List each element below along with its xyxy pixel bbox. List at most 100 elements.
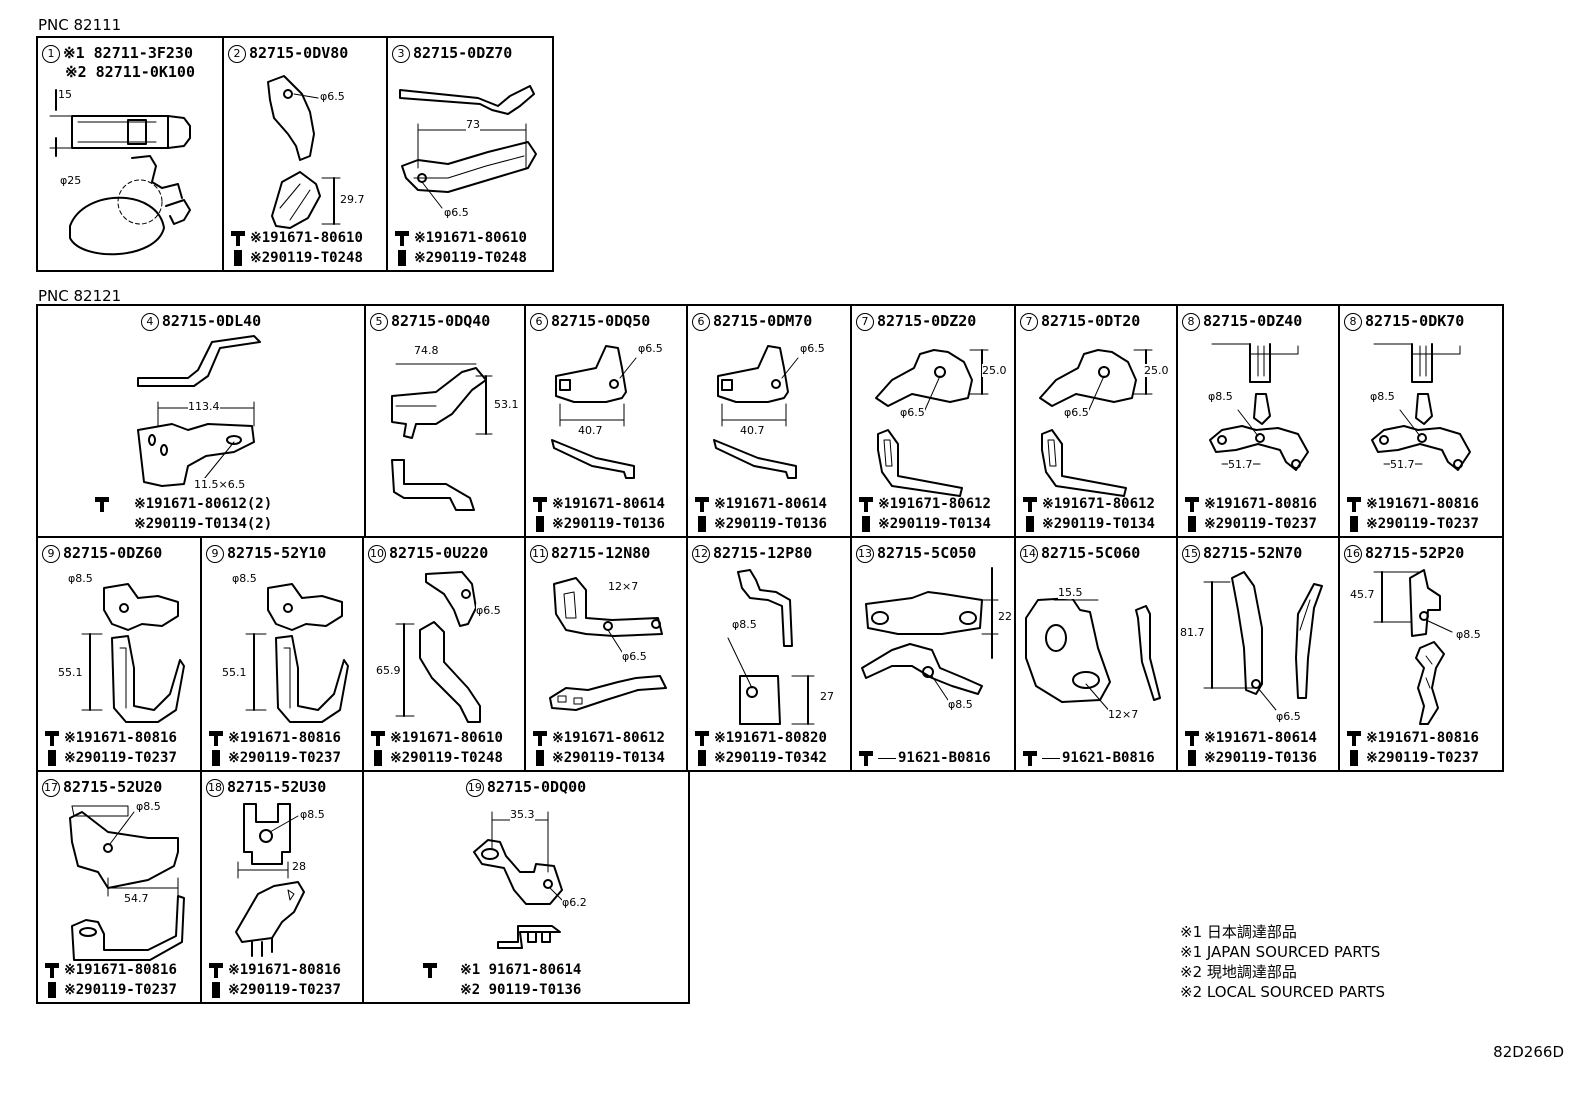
dimension-label: φ8.5 (68, 572, 93, 585)
dimension-label: 65.9 (376, 664, 401, 677)
fastener-part-number: ※191671-80820 (714, 730, 827, 746)
part-number: 82715-52Y10 (227, 544, 327, 562)
fastener-list: ※191671-80614 ※290119-T0136 (1182, 728, 1336, 768)
dimension-label: φ6.5 (622, 650, 647, 663)
bolt-icon (859, 497, 873, 512)
part-illustration (267, 75, 341, 229)
part-number: 82715-5C060 (1041, 544, 1141, 562)
callout-number: 9 (206, 545, 224, 563)
fastener-part-number: ※191671-80610 (250, 230, 363, 246)
fastener-nut: ※290119-T0134 (1020, 514, 1174, 534)
part-number: 82715-0DZ20 (877, 312, 977, 330)
part-number: 82715-0DQ40 (391, 312, 491, 330)
part-cell-1: 1※1 82711-3F230 ※2 82711-0K100 15 φ25 (38, 38, 222, 270)
fastener-bolt: ※191671-80816 (206, 728, 360, 748)
fastener-part-number: ※290119-T0136 (714, 516, 827, 532)
dimension-label: 35.3 (510, 808, 535, 821)
fastener-list: 91621-B0816 (856, 728, 1012, 768)
dimension-label: φ8.5 (948, 698, 973, 711)
bolt-icon (536, 750, 544, 766)
part-number: 82715-5C050 (877, 544, 977, 562)
part-illustration (245, 583, 349, 723)
fastener-nut: ※290119-T0134 (530, 748, 684, 768)
fastener-part-number: ※191671-80610 (390, 730, 503, 746)
note-line: ※1 JAPAN SOURCED PARTS (1180, 943, 1381, 961)
part-header: 1※1 82711-3F230 ※2 82711-0K100 (42, 44, 218, 81)
fastener-bolt: ※1 91671-80614 (420, 960, 686, 980)
fastener-part-number: ※191671-80816 (228, 730, 341, 746)
fastener-nut: ※290119-T0237 (1344, 748, 1500, 768)
callout-number: 8 (1344, 313, 1362, 331)
fastener-bolt: 91621-B0816 (856, 728, 1012, 768)
callout-number: 17 (42, 779, 60, 797)
bolt-icon (695, 497, 709, 512)
fastener-list: ※191671-80614 ※290119-T0136 (692, 494, 848, 534)
part-illustration (69, 805, 185, 961)
bolt-icon (533, 731, 547, 746)
dimension-label: 12×7 (608, 580, 639, 593)
part-illustration (1203, 571, 1323, 711)
fastener-part-number: ※290119-T0237 (228, 750, 341, 766)
dimension-label: φ8.5 (732, 618, 757, 631)
fastener-part-number: ※1 91671-80614 (460, 962, 582, 978)
part-illustration (49, 89, 191, 256)
bolt-icon (1347, 497, 1361, 512)
fastener-bolt: ※191671-80612(2) (92, 494, 362, 514)
fastener-bolt: ※191671-80614 (530, 494, 684, 514)
bolt-icon (536, 516, 544, 532)
cell-divider (524, 306, 526, 536)
fastener-bolt: ※191671-80612 (856, 494, 1012, 514)
bolt-icon (1350, 750, 1358, 766)
fastener-nut: ※290119-T0237 (206, 748, 360, 768)
dimension-label: φ6.5 (476, 604, 501, 617)
callout-number: 14 (1020, 545, 1038, 563)
part-number: 82715-52U20 (63, 778, 163, 796)
bolt-icon (234, 250, 242, 266)
part-number: 82715-0DM70 (713, 312, 813, 330)
row-divider (38, 536, 1502, 538)
fastener-list: ※191671-80816 ※290119-T0237 (1344, 494, 1500, 534)
fastener-nut: ※290119-T0237 (42, 748, 198, 768)
fastener-bolt: ※191671-80610 (368, 728, 522, 748)
sourcing-notes: ※1 日本調達部品 ※1 JAPAN SOURCED PARTS ※2 現地調達… (1180, 922, 1385, 1002)
dimension-label: 51.7 (1390, 458, 1415, 471)
part-number: 82715-0DT20 (1041, 312, 1141, 330)
fastener-part-number: ※191671-80612(2) (134, 496, 273, 512)
part-illustration (1373, 569, 1453, 725)
fastener-nut: ※290119-T0248 (228, 248, 384, 268)
fastener-bolt: ※191671-80816 (42, 728, 198, 748)
fastener-part-number: 91621-B0816 (898, 750, 991, 766)
callout-number: 3 (392, 45, 410, 63)
bolt-icon (1185, 497, 1199, 512)
fastener-nut: ※290119-T0342 (692, 748, 848, 768)
leader-line (878, 758, 896, 759)
dimension-label: φ6.2 (562, 896, 587, 909)
callout-number: 16 (1344, 545, 1362, 563)
dimension-label: 27 (820, 690, 834, 703)
callout-number: 4 (140, 313, 159, 331)
callout-number: 2 (228, 45, 246, 63)
part-illustration (473, 811, 563, 949)
pnc-82111-label: PNC 82111 (38, 16, 122, 34)
fastener-part-number: ※290119-T0237 (228, 982, 341, 998)
fastener-part-number: ※290119-T0134 (1042, 516, 1155, 532)
fastener-part-number: ※290119-T0342 (714, 750, 827, 766)
cell-divider (850, 306, 852, 536)
